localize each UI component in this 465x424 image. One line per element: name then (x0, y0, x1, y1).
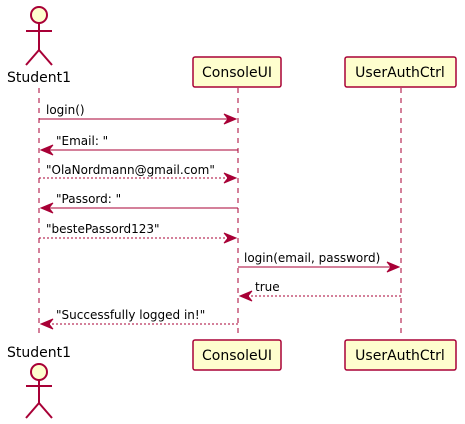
actor-icon-bottom (25, 363, 53, 419)
participant-label-auth-bottom: UserAuthCtrl (355, 348, 445, 364)
message-label: "Passord: " (56, 192, 121, 206)
messages: login() "Email: " "OlaNordmann@gmail.com… (39, 103, 401, 330)
message-label: "Successfully logged in!" (56, 308, 205, 322)
message-label: login() (46, 103, 85, 117)
message-label: "Email: " (56, 134, 108, 148)
message-3: "OlaNordmann@gmail.com" (39, 163, 238, 184)
participant-box-console-bottom: ConsoleUI (192, 339, 282, 371)
participant-label-console-bottom: ConsoleUI (202, 348, 272, 364)
participant-box-console-top: ConsoleUI (192, 56, 282, 88)
message-2: "Email: " (39, 134, 238, 156)
actor-label-top: Student1 (7, 70, 71, 86)
actor-icon-top (25, 6, 53, 66)
message-8: "Successfully logged in!" (39, 308, 238, 330)
message-1: login() (39, 103, 238, 125)
participant-box-auth-top: UserAuthCtrl (344, 56, 457, 88)
message-label: "OlaNordmann@gmail.com" (46, 163, 215, 177)
message-6: login(email, password) (238, 251, 401, 273)
message-4: "Passord: " (39, 192, 238, 214)
message-label: login(email, password) (244, 251, 380, 265)
message-7: true (238, 280, 401, 302)
actor-label-bottom: Student1 (7, 345, 71, 361)
message-label: "bestePassord123" (46, 222, 160, 236)
participant-label-auth-top: UserAuthCtrl (355, 65, 445, 81)
participant-label-console-top: ConsoleUI (202, 65, 272, 81)
participant-box-auth-bottom: UserAuthCtrl (344, 339, 457, 371)
message-5: "bestePassord123" (39, 222, 238, 244)
message-label: true (255, 280, 280, 294)
